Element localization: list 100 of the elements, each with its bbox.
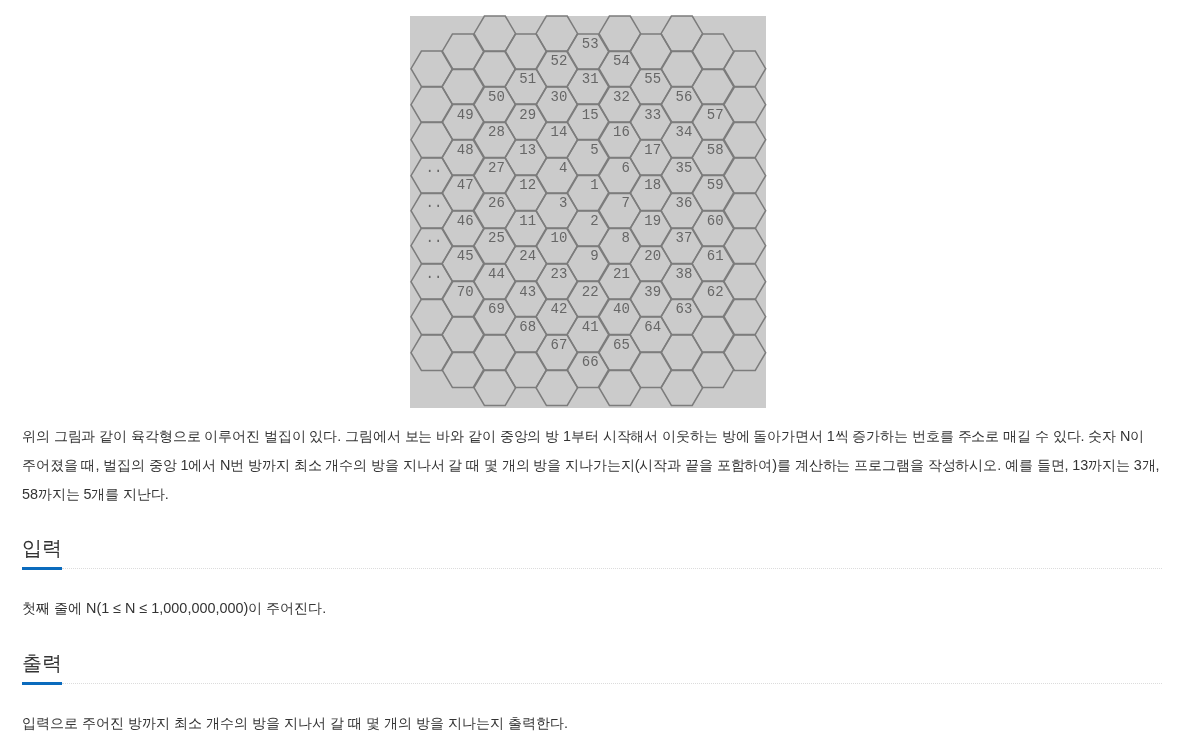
room-label: 67	[550, 337, 568, 353]
room-label: 38	[675, 266, 693, 282]
hexagon-room	[567, 246, 610, 282]
room-label: 11	[519, 213, 537, 229]
hexagon-room	[411, 51, 453, 87]
room-label: 5	[590, 143, 599, 158]
room-label: 65	[613, 337, 630, 353]
hexagon-room	[442, 139, 485, 176]
hexagon-room	[473, 369, 516, 406]
room-label: 45	[456, 249, 474, 265]
room-label: 21	[613, 266, 630, 282]
section-heading: 입력	[22, 536, 62, 561]
hexagon-room	[598, 122, 641, 158]
hexagon-room	[723, 157, 766, 193]
room-label: 40	[613, 302, 630, 318]
room-label: 46	[456, 213, 474, 229]
hexagon-room	[473, 122, 516, 158]
room-label: 2	[590, 213, 599, 229]
room-label: 14	[550, 125, 568, 141]
room-label: 22	[581, 284, 599, 300]
hexagon-room	[567, 281, 610, 317]
hexagon-room	[567, 175, 610, 211]
room-label: 26	[488, 196, 505, 212]
hexagon-room	[629, 33, 672, 69]
section-text: 첫째 줄에 N(1 ≤ N ≤ 1,000,000,000)이 주어진다.	[22, 599, 327, 618]
room-label: 9	[590, 249, 599, 265]
room-label: 16	[613, 125, 630, 141]
hexagon-room	[598, 263, 641, 300]
hexagon-room	[692, 33, 735, 69]
hexagon-room	[504, 210, 547, 246]
hexagon-room	[723, 192, 766, 229]
hexagon-room	[692, 175, 735, 211]
hexagon-room	[442, 246, 485, 282]
room-label: 4	[559, 160, 568, 176]
hexagon-room	[442, 33, 485, 69]
hexagon-room	[473, 86, 516, 123]
hexagon-room	[536, 369, 578, 406]
room-label: 52	[550, 54, 568, 70]
hexagon-room	[692, 104, 735, 140]
hexagon-room	[723, 86, 766, 123]
hexagon-room	[411, 192, 453, 229]
hexagon-room	[442, 352, 485, 388]
hexagon-room	[598, 15, 641, 52]
hexagon-room	[442, 210, 485, 246]
room-label: 28	[488, 125, 505, 141]
room-label: 23	[550, 266, 568, 282]
room-label: 37	[675, 231, 693, 247]
room-label: 10	[550, 231, 568, 247]
hexagon-room	[473, 51, 516, 87]
hexagon-room	[567, 210, 610, 246]
hexagon-room	[692, 246, 735, 282]
room-label: 39	[644, 284, 662, 300]
room-label: 55	[644, 72, 662, 88]
hexagon-room	[692, 139, 735, 176]
room-label: 13	[519, 143, 537, 158]
room-label: 61	[706, 249, 724, 265]
room-label: 6	[621, 160, 630, 176]
hexagon-room	[598, 369, 641, 406]
hexagon-room	[442, 175, 485, 211]
room-label: 54	[613, 54, 630, 70]
hexagon-room	[442, 316, 485, 353]
room-label: 31	[581, 72, 599, 88]
hexagon-room	[473, 228, 516, 264]
hexagon-room	[567, 104, 610, 140]
hexagon-room	[598, 299, 641, 335]
section-heading: 출력	[22, 651, 62, 676]
hexagon-room	[411, 263, 453, 300]
hexagon-room	[442, 104, 485, 140]
hexagon-room	[473, 334, 516, 370]
hexagon-room	[692, 210, 735, 246]
room-label: 69	[488, 302, 505, 318]
room-label: 1	[590, 178, 599, 194]
hexagon-room	[411, 334, 453, 370]
hexagon-room	[661, 334, 703, 370]
hexagon-room	[723, 228, 766, 264]
room-label: 33	[644, 107, 662, 123]
hexagon-room	[536, 334, 578, 370]
room-label: 50	[488, 89, 505, 105]
room-label: 17	[644, 143, 662, 158]
room-label: 57	[706, 107, 724, 123]
room-label: 36	[675, 196, 693, 212]
room-label: 59	[706, 178, 724, 194]
hexagon-room	[473, 15, 516, 52]
hexagon-room	[567, 352, 610, 388]
room-label: 25	[488, 231, 505, 247]
hexagon-room	[442, 69, 485, 105]
hexagon-room	[473, 192, 516, 229]
room-label: 30	[550, 89, 568, 105]
room-label: 70	[456, 284, 474, 300]
hexagon-room	[692, 316, 735, 353]
hexagon-room	[661, 86, 703, 123]
hexagon-room	[598, 334, 641, 370]
hexagon-room	[567, 69, 610, 105]
room-label: 51	[519, 72, 537, 88]
hexagon-room	[661, 157, 703, 193]
room-label: 58	[706, 143, 724, 158]
room-label: 24	[519, 249, 537, 265]
hexagon-room	[598, 228, 641, 264]
room-label: 15	[581, 107, 599, 123]
room-label: 44	[488, 266, 505, 282]
